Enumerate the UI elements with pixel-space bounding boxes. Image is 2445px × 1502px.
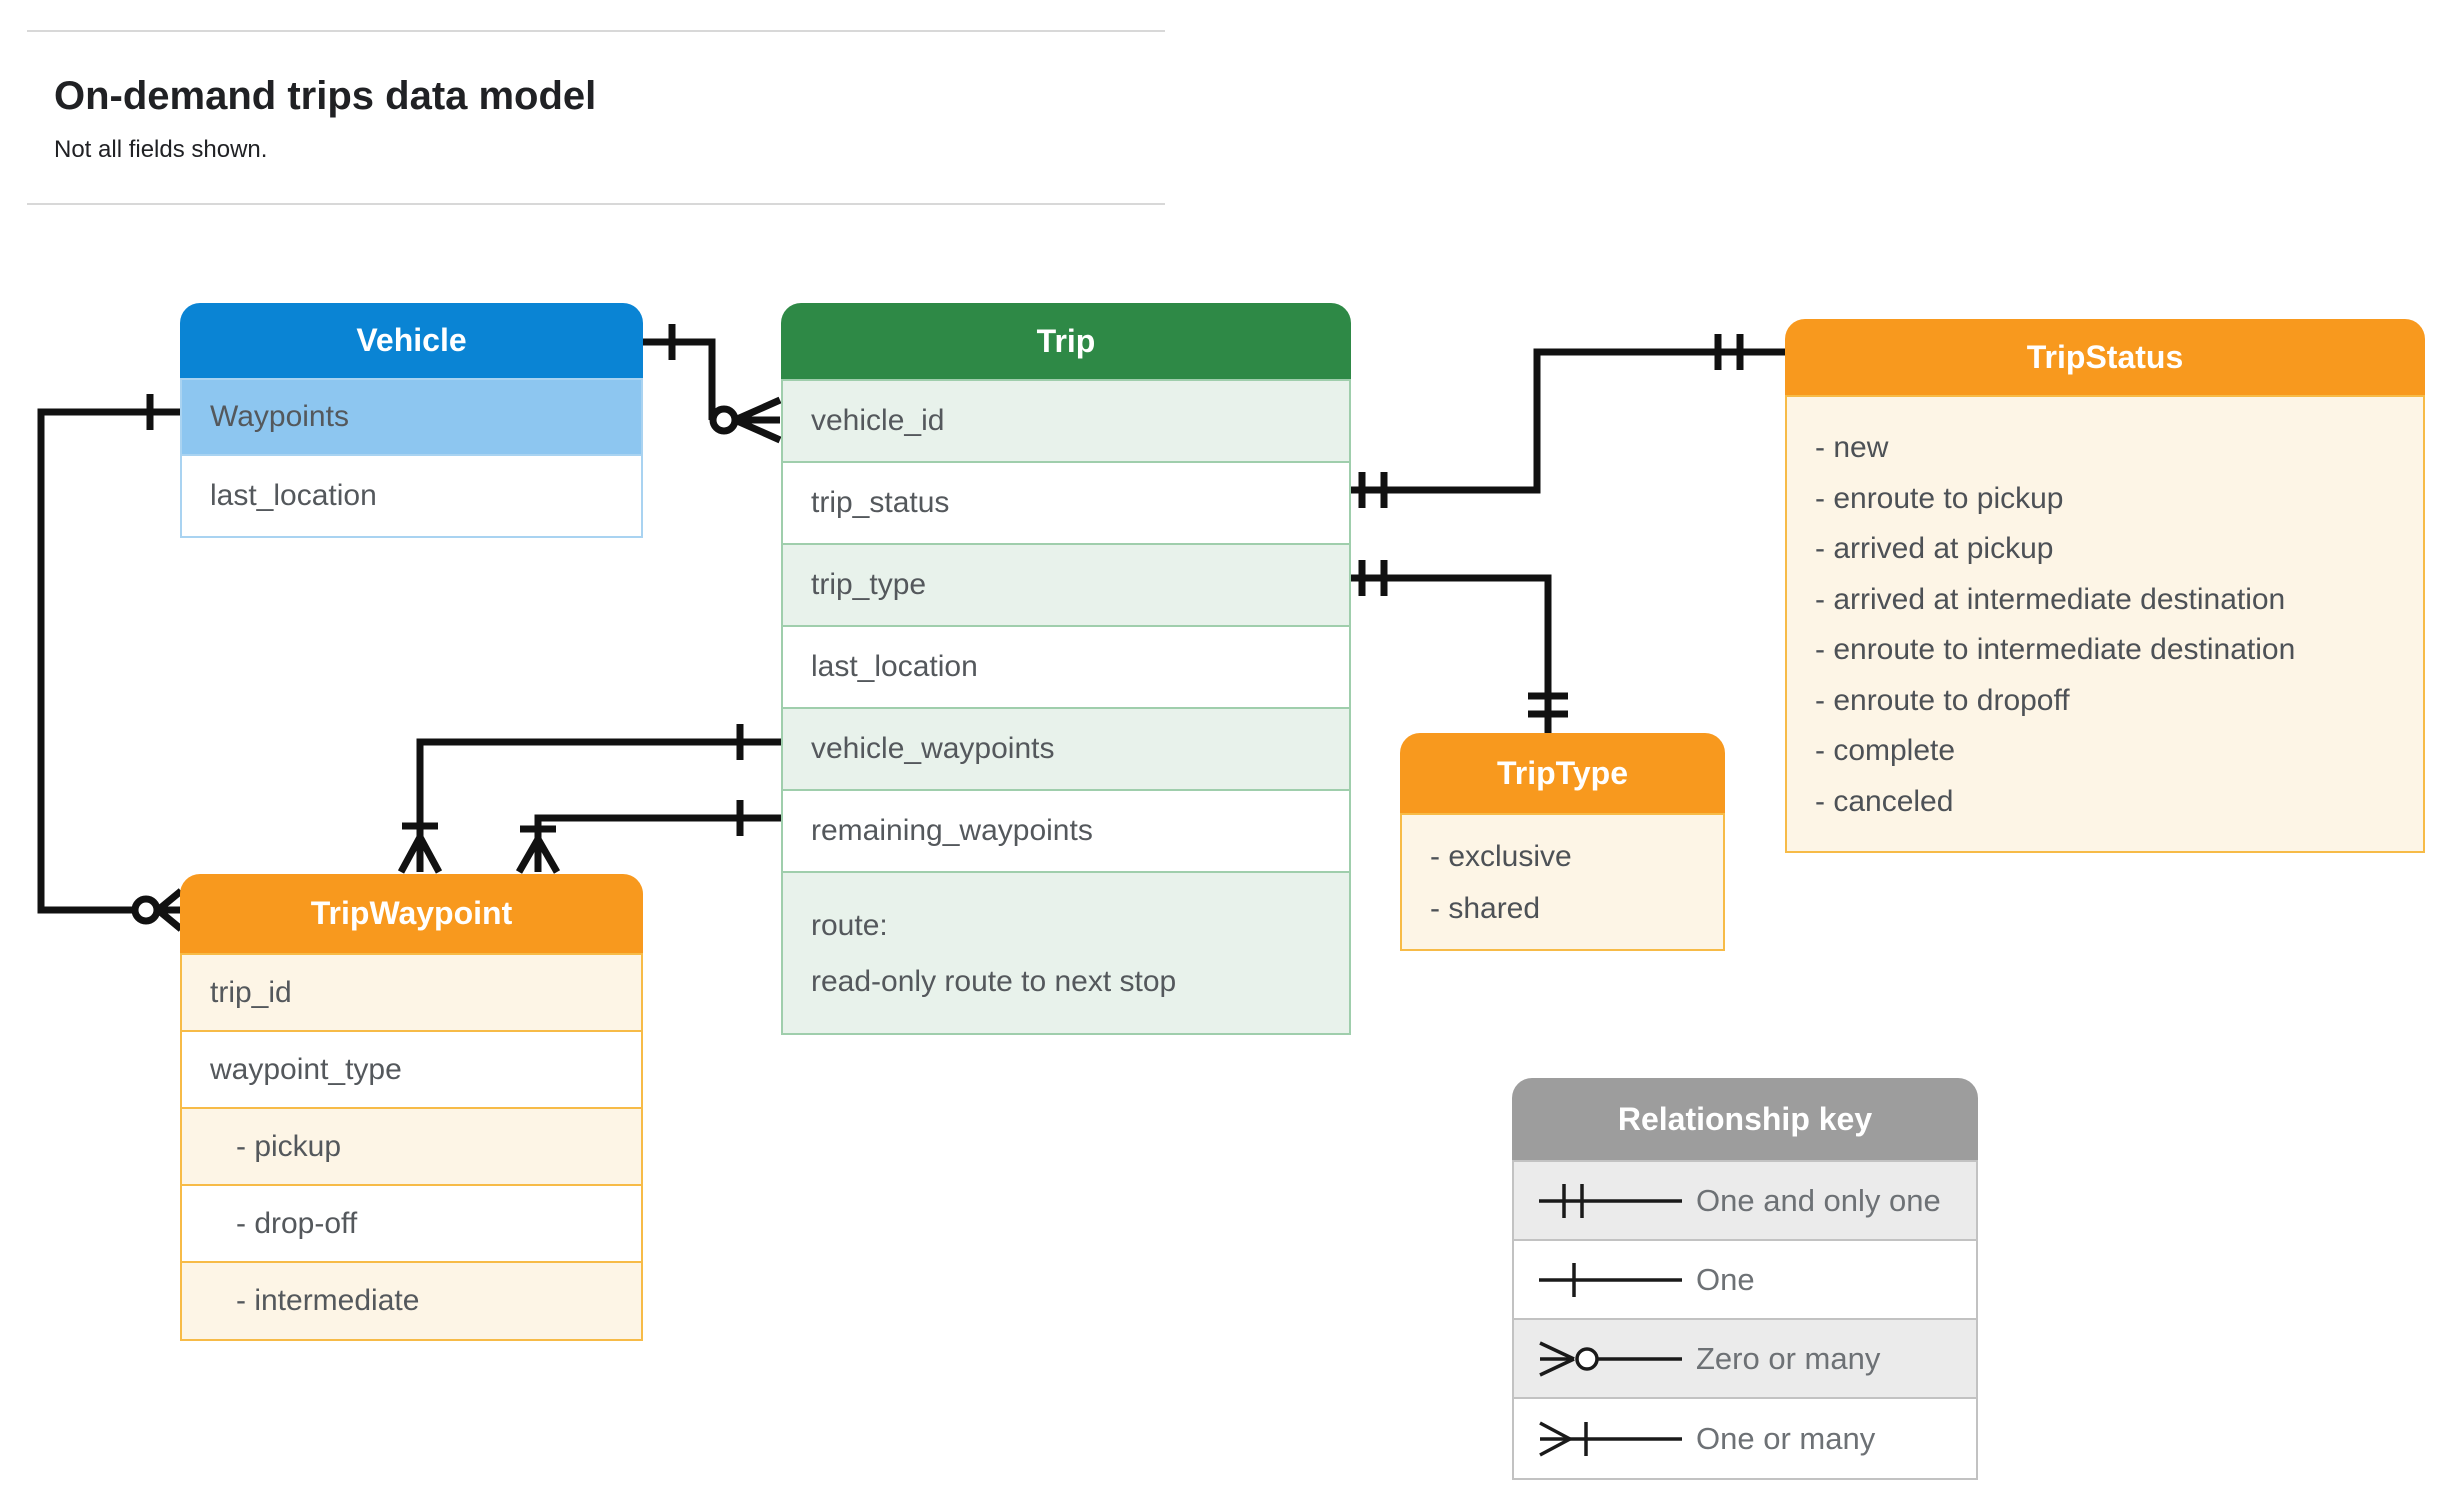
legend-item: Zero or many — [1514, 1320, 1976, 1399]
enum-value: - shared — [1430, 892, 1541, 925]
entity-header-trip: Trip — [781, 303, 1351, 379]
entity-title: Trip — [1036, 322, 1096, 359]
field-row-vehicle-id: vehicle_id — [783, 381, 1349, 463]
entity-body-vehicle: Waypoints last_location — [180, 378, 643, 538]
crow-foot-icon — [155, 888, 184, 932]
legend-symbol-one-icon — [1539, 1262, 1682, 1297]
enum-value: - enroute to dropoff — [1815, 683, 2070, 717]
entity-title: Vehicle — [356, 322, 467, 358]
divider-bottom — [27, 203, 1165, 205]
connector-trip-type-to-triptype — [1351, 560, 1568, 733]
entity-tripwaypoint: TripWaypoint trip_id waypoint_type - pic… — [180, 874, 643, 1341]
entity-vehicle: Vehicle Waypoints last_location — [180, 303, 643, 538]
connector-tripwaypoint-to-vehicle-waypoints — [37, 394, 184, 932]
field-label: trip_type — [811, 568, 927, 601]
entity-body-tripstatus: - new - enroute to pickup - arrived at p… — [1785, 395, 2425, 853]
legend-symbol-zero-or-many-icon — [1539, 1340, 1682, 1377]
field-label: trip_status — [811, 486, 950, 519]
legend-label: One and only one — [1696, 1182, 1941, 1218]
field-row-trip-type: trip_type — [783, 545, 1349, 627]
entity-header-vehicle: Vehicle — [180, 303, 643, 378]
crow-foot-icon — [397, 835, 443, 874]
legend-label: One — [1696, 1261, 1755, 1297]
connector-vehicle-to-trip — [643, 324, 782, 444]
field-label: vehicle_id — [811, 404, 945, 437]
legend-label: Zero or many — [1696, 1340, 1881, 1376]
enum-value: - arrived at intermediate destination — [1815, 582, 2286, 616]
entity-header-tripwaypoint: TripWaypoint — [180, 874, 643, 953]
legend-symbol-one-and-only-one-icon — [1539, 1183, 1682, 1218]
field-label: Waypoints — [210, 400, 349, 433]
field-row-route: route: read-only route to next stop — [783, 873, 1349, 1033]
entity-trip: Trip vehicle_id trip_status trip_type la… — [781, 303, 1351, 1035]
field-label: last_location — [811, 650, 978, 683]
field-label: vehicle_waypoints — [811, 732, 1055, 765]
connector-trip-status-to-tripstatus — [1351, 334, 1785, 508]
legend-label: One or many — [1696, 1420, 1876, 1456]
field-row-trip-id: trip_id — [182, 955, 641, 1032]
enum-value: - canceled — [1815, 784, 1954, 818]
legend-item: One and only one — [1514, 1162, 1976, 1241]
legend-item: One or many — [1514, 1399, 1976, 1478]
enum-row-intermediate: - intermediate — [182, 1263, 641, 1339]
field-label: trip_id — [210, 975, 292, 1009]
field-label: route: — [811, 909, 888, 942]
field-row-waypoints: Waypoints — [182, 380, 641, 456]
enum-value: - exclusive — [1430, 840, 1572, 873]
field-label: remaining_waypoints — [811, 814, 1093, 847]
zero-circle — [709, 405, 739, 435]
enum-value: - pickup — [236, 1129, 342, 1163]
legend-item: One — [1514, 1241, 1976, 1320]
field-row-remaining-waypoints: remaining_waypoints — [783, 791, 1349, 873]
field-row-last-location: last_location — [182, 456, 641, 536]
entity-tripstatus: TripStatus - new - enroute to pickup - a… — [1785, 319, 2425, 853]
field-row-last-location: last_location — [783, 627, 1349, 709]
enum-value: - drop-off — [236, 1206, 358, 1240]
entity-header-tripstatus: TripStatus — [1785, 319, 2425, 395]
entity-title: TripStatus — [2026, 338, 2184, 375]
field-row-trip-status: trip_status — [783, 463, 1349, 545]
enum-value: - enroute to intermediate destination — [1815, 633, 2296, 666]
legend-title: Relationship key — [1617, 1100, 1873, 1137]
enum-value: - enroute to pickup — [1815, 481, 2064, 515]
legend-header: Relationship key — [1512, 1078, 1978, 1160]
enum-row-pickup: - pickup — [182, 1109, 641, 1186]
entity-header-triptype: TripType — [1400, 733, 1725, 813]
field-label: last_location — [210, 479, 377, 512]
enum-value: - arrived at pickup — [1815, 532, 2054, 565]
crow-foot-icon — [733, 396, 782, 444]
zero-circle — [131, 895, 161, 925]
enum-value: - complete — [1815, 734, 1956, 767]
connector-remaining-waypoints-to-tripwaypoint — [515, 800, 781, 874]
entity-body-trip: vehicle_id trip_status trip_type last_lo… — [781, 379, 1351, 1035]
field-label: waypoint_type — [210, 1052, 402, 1086]
legend-symbol-one-or-many-icon — [1539, 1420, 1682, 1457]
relationship-key: Relationship key One and only one One — [1512, 1078, 1978, 1480]
page-subtitle: Not all fields shown. — [54, 136, 268, 163]
entity-body-tripwaypoint: trip_id waypoint_type - pickup - drop-of… — [180, 953, 643, 1341]
enum-row-drop-off: - drop-off — [182, 1186, 641, 1263]
field-row-waypoint-type: waypoint_type — [182, 1032, 641, 1109]
page-title: On-demand trips data model — [54, 74, 597, 118]
field-row-vehicle-waypoints: vehicle_waypoints — [783, 709, 1349, 791]
legend-body: One and only one One Zero or many — [1512, 1160, 1978, 1480]
enum-value: - new — [1815, 431, 1889, 464]
entity-title: TripWaypoint — [310, 895, 513, 931]
entity-body-triptype: - exclusive - shared — [1400, 813, 1725, 951]
entity-triptype: TripType - exclusive - shared — [1400, 733, 1725, 951]
crow-foot-icon — [515, 837, 561, 874]
divider-top — [27, 30, 1165, 32]
enum-value: - intermediate — [236, 1284, 420, 1317]
field-sublabel: read-only route to next stop — [811, 965, 1177, 998]
entity-title: TripType — [1497, 754, 1628, 791]
connector-vehicle-waypoints-to-tripwaypoint — [397, 724, 781, 874]
